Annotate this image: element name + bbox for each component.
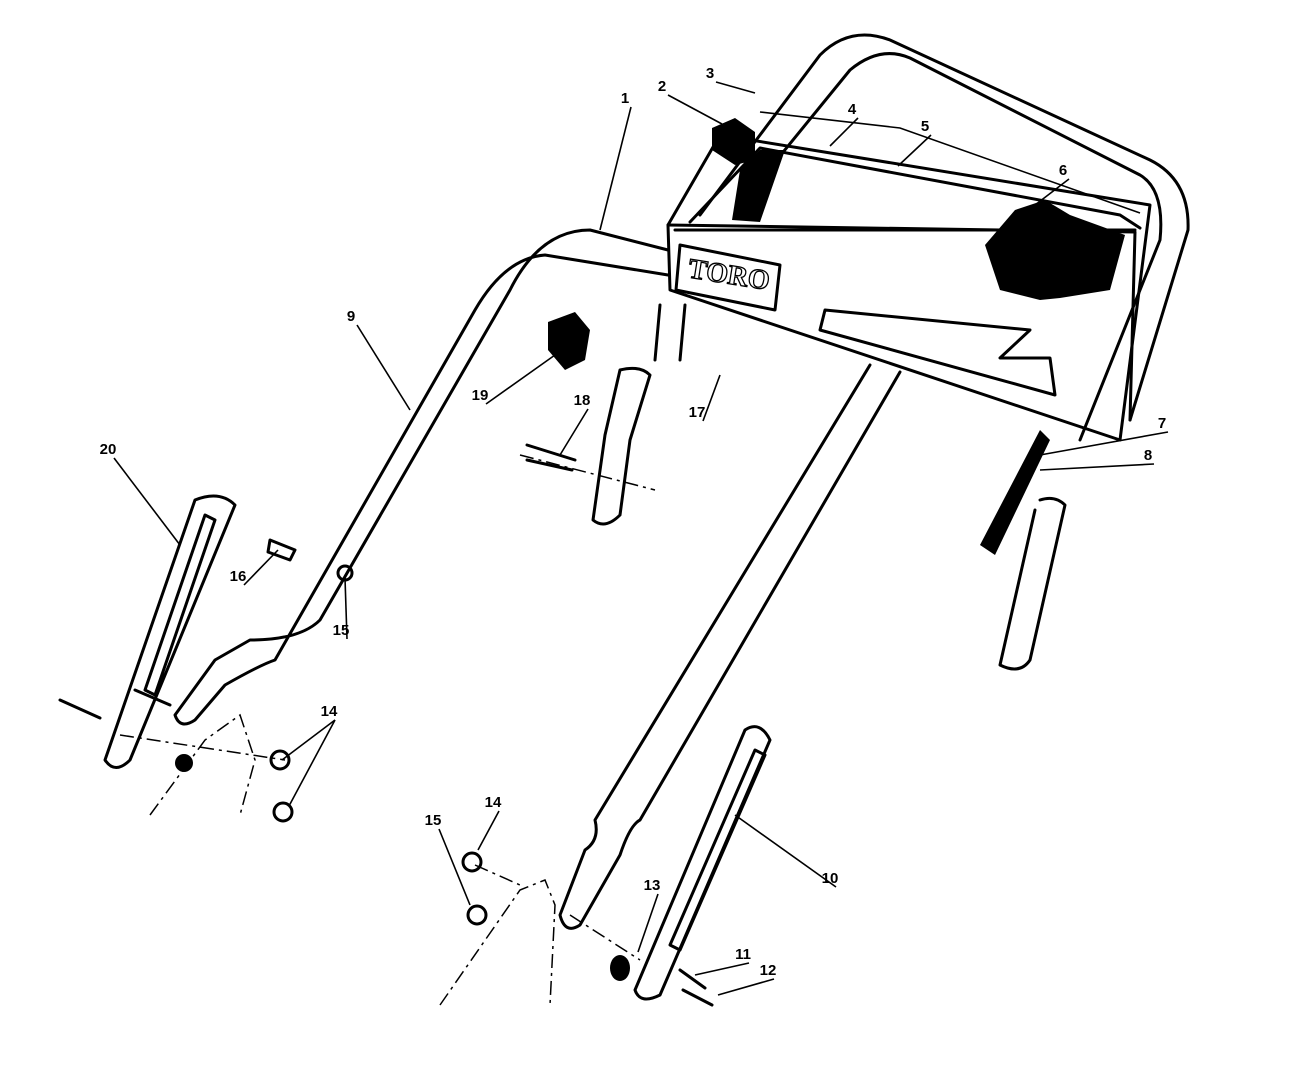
leader-line [288, 719, 336, 807]
leader-line [477, 810, 500, 851]
callout-washer: 13 [644, 877, 661, 894]
callout-bolt: 11 [735, 946, 751, 963]
leader-line [113, 457, 181, 546]
callout-cable-spring: 8 [1144, 447, 1152, 464]
control-panel: TORO [666, 111, 1152, 442]
leader-line [694, 962, 750, 976]
bail [698, 33, 1190, 442]
leader-line [438, 828, 471, 906]
lower-handle-left [591, 366, 652, 526]
callout-upper-handle: 1 [621, 90, 629, 107]
leader-line [281, 719, 336, 761]
control-knob-left [712, 118, 785, 222]
leader-line [1034, 178, 1070, 206]
leader-line [717, 978, 775, 996]
leader-line [243, 549, 279, 586]
callout-knob: 19 [472, 387, 489, 404]
leader-line [356, 324, 411, 411]
leader-line [1039, 431, 1169, 456]
callout-nuts-left: 14 [321, 703, 338, 720]
leader-line [599, 106, 632, 231]
handle-bracket-left [103, 494, 237, 769]
callout-cable-fitting: 7 [1158, 415, 1166, 432]
leader-line [702, 374, 721, 422]
leader-line [1039, 463, 1155, 471]
callout-control-knob-left: 2 [658, 78, 666, 95]
callout-cable-clip: 9 [347, 308, 355, 325]
upper-handle [173, 228, 670, 726]
leader-line [829, 117, 859, 147]
handle-bracket-right [633, 725, 772, 1001]
lower-handle-right [998, 496, 1067, 671]
callout-decal-strip: 4 [848, 101, 857, 118]
callout-nut: 15 [425, 812, 442, 829]
callout-screw: 17 [689, 404, 706, 421]
control-knob-right [985, 200, 1125, 300]
leader-line [637, 893, 659, 953]
callout-handle-bracket-left: 20 [100, 441, 117, 458]
callout-control-knob-right: 6 [1059, 162, 1067, 179]
callout-bail: 3 [706, 65, 714, 82]
callout-bolt-mid: 18 [574, 392, 591, 409]
callout-pin: 16 [230, 568, 247, 585]
leader-line [344, 577, 348, 640]
callout-bolt: 12 [760, 962, 777, 979]
leader-line [715, 81, 756, 94]
hardware [58, 312, 714, 1007]
leader-line [897, 134, 932, 167]
leader-line [559, 408, 589, 456]
callout-nut: 14 [485, 794, 502, 811]
callout-nut-left: 15 [333, 622, 350, 639]
callout-handle-bracket-right: 10 [822, 870, 839, 887]
callout-control-panel-edge: 5 [921, 118, 929, 135]
leader-line [734, 814, 837, 888]
cable-spring [980, 430, 1050, 555]
leader-line [485, 354, 556, 405]
leader-line [667, 94, 723, 125]
